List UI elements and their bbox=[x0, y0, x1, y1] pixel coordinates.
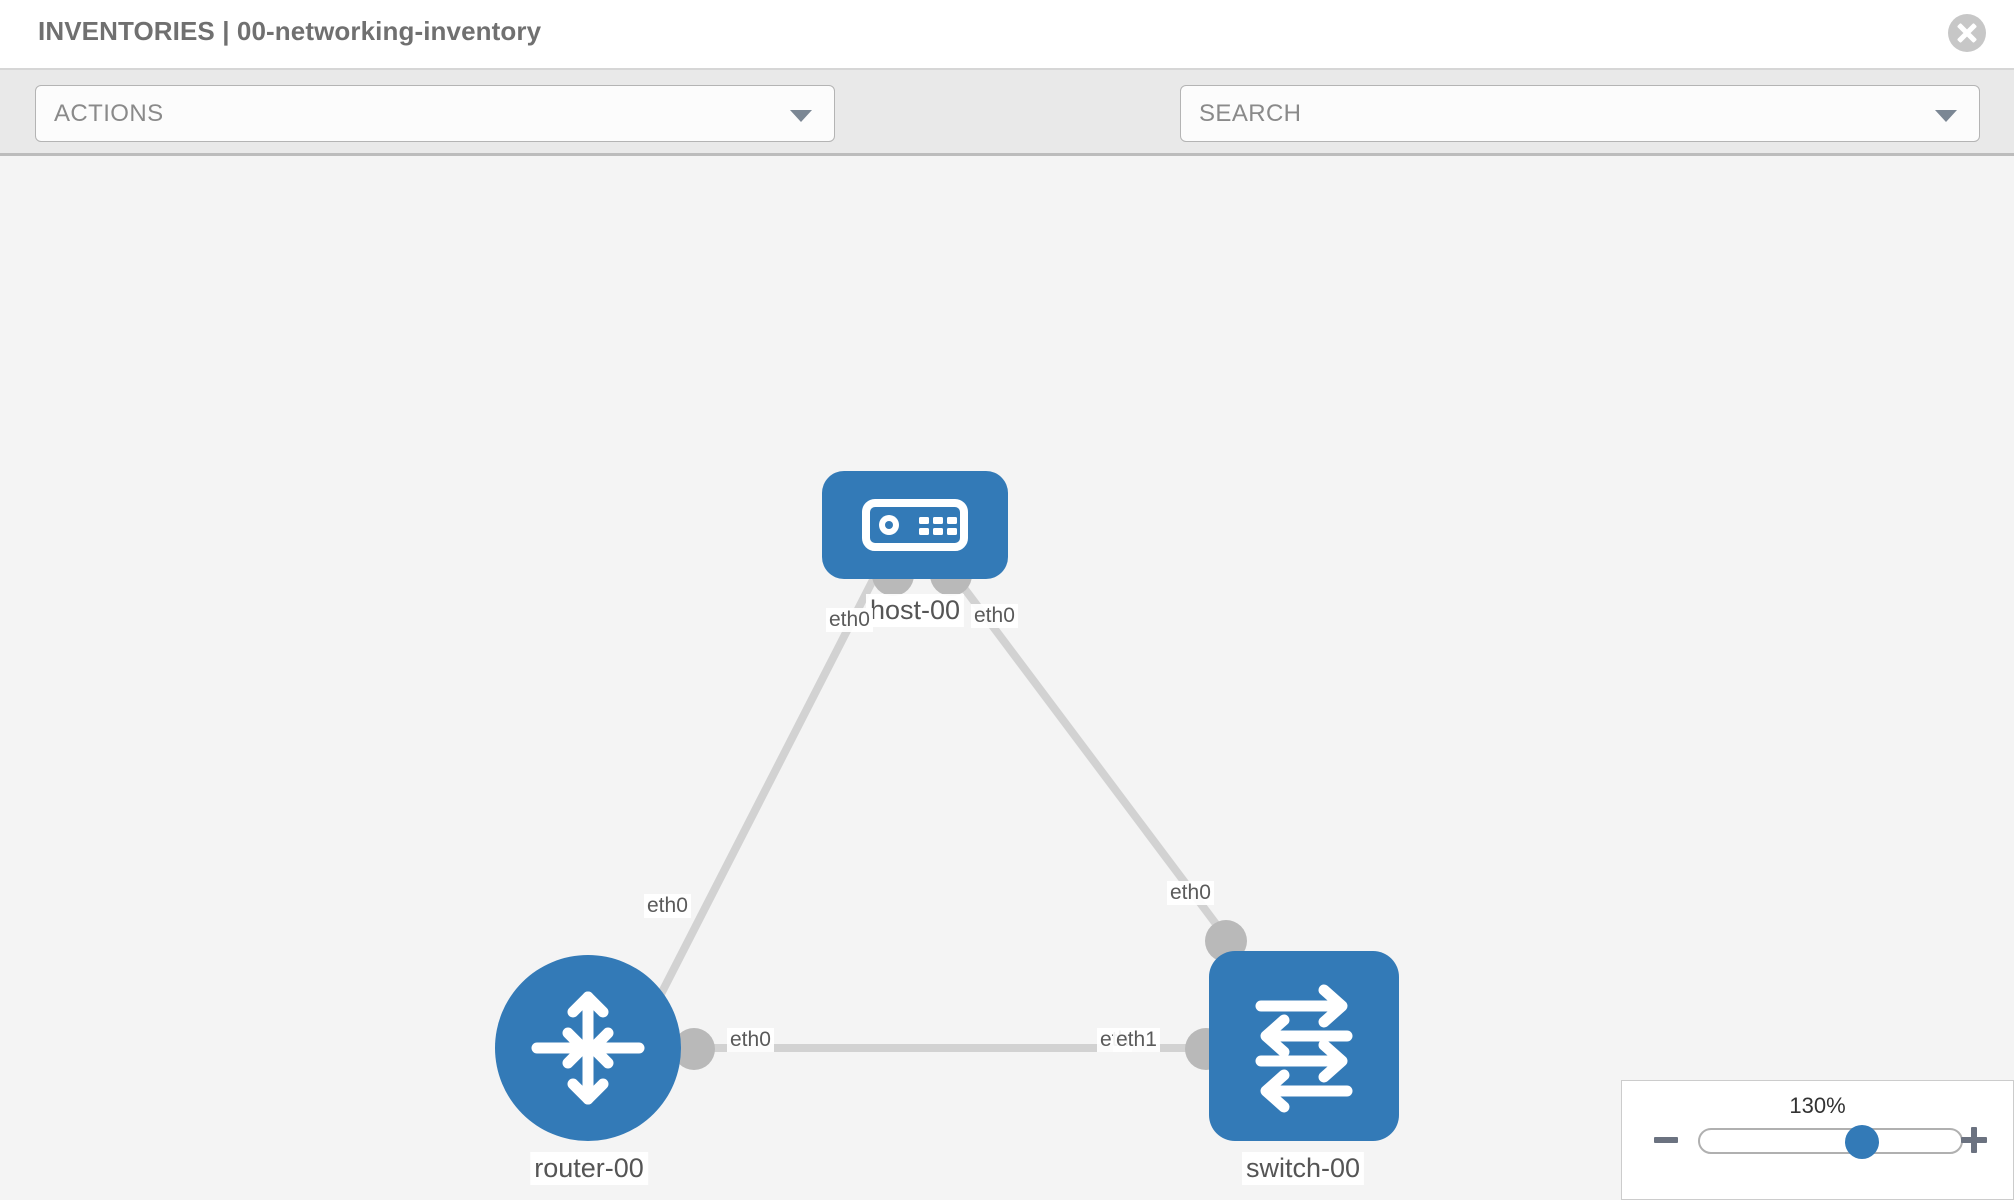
close-icon[interactable] bbox=[1948, 14, 1986, 52]
page-header: INVENTORIES | 00-networking-inventory bbox=[0, 0, 2014, 68]
edge-label-switch-uplink: eth0 bbox=[1167, 881, 1214, 905]
actions-dropdown[interactable]: ACTIONS bbox=[35, 85, 835, 142]
edge-label-router-uplink: eth0 bbox=[644, 894, 691, 918]
router-arrows-icon[interactable] bbox=[495, 955, 681, 1141]
topology-canvas[interactable]: host-00 bbox=[0, 156, 2014, 1200]
edge-label-router-eth0: eth0 bbox=[727, 1028, 774, 1052]
search-input[interactable]: SEARCH bbox=[1180, 85, 1980, 142]
chevron-down-icon[interactable] bbox=[790, 110, 812, 122]
zoom-level-value: 130% bbox=[1789, 1093, 1846, 1118]
edge-host-router bbox=[656, 574, 879, 998]
zoom-slider[interactable] bbox=[1698, 1125, 1963, 1159]
toolbar: ACTIONS SEARCH bbox=[0, 68, 2014, 203]
switch-arrows-icon[interactable] bbox=[1209, 951, 1399, 1141]
topology-edges bbox=[656, 573, 1244, 1052]
zoom-control-panel: 130% bbox=[1621, 1080, 2014, 1200]
zoom-slider-thumb[interactable] bbox=[1844, 1125, 1879, 1159]
actions-dropdown-label: ACTIONS bbox=[54, 100, 164, 127]
minus-icon[interactable] bbox=[1654, 1137, 1678, 1143]
plus-icon[interactable] bbox=[1961, 1127, 1987, 1153]
node-label-switch-00: switch-00 bbox=[1241, 1152, 1365, 1185]
edge-label-host-left: eth0 bbox=[826, 608, 873, 632]
edge-label-host-right: eth0 bbox=[971, 604, 1018, 628]
chevron-down-icon[interactable] bbox=[1935, 110, 1957, 122]
node-label-host-00: host-00 bbox=[865, 594, 965, 627]
search-placeholder: SEARCH bbox=[1199, 100, 1302, 127]
edge-label-switch-eth1: eth1 bbox=[1113, 1028, 1160, 1052]
page-title: INVENTORIES | 00-networking-inventory bbox=[38, 16, 542, 46]
node-label-router-00: router-00 bbox=[530, 1152, 648, 1185]
server-icon[interactable] bbox=[822, 471, 1008, 579]
